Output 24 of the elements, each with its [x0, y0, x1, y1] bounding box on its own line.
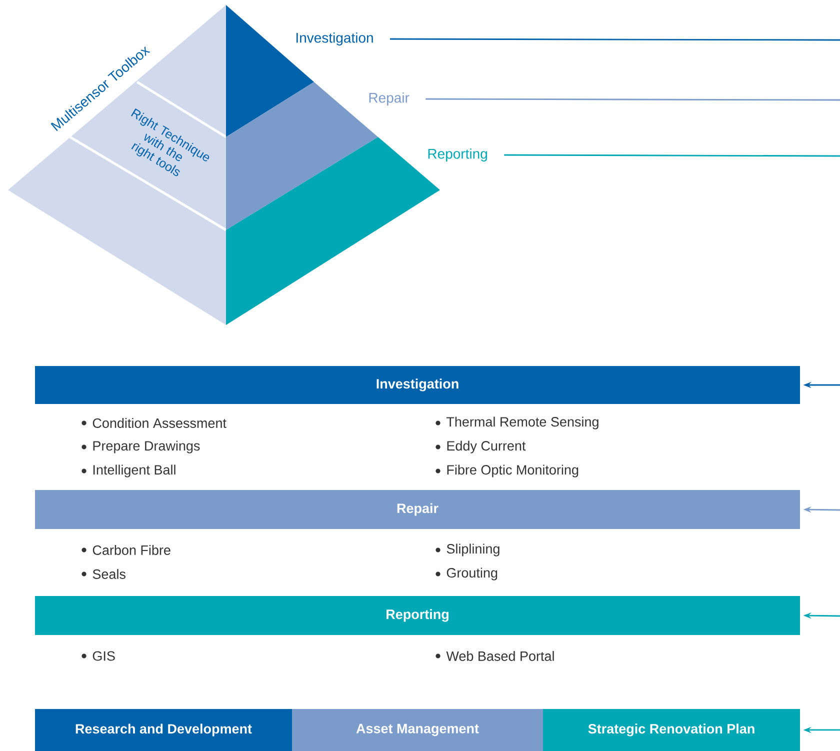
bullet-item: GIS — [82, 651, 115, 661]
bullet-item: Sliplining — [436, 544, 500, 556]
bullet-item: Intelligent Ball — [82, 464, 176, 478]
bullet-item: Prepare Drawings — [82, 440, 200, 454]
bullet-item: Fibre Optic Monitoring — [436, 464, 578, 478]
bullet-item: Thermal Remote Sensing — [436, 416, 598, 430]
connector-line — [426, 98, 840, 101]
title-text: Investigation — [296, 32, 373, 46]
section-bar: Investigation — [35, 366, 800, 404]
section-bar: Repair — [35, 490, 800, 529]
bullet-item: Condition Assessment — [82, 418, 226, 428]
title-text: Reporting — [428, 148, 487, 162]
footer-bar: Asset Management — [292, 709, 543, 751]
bullet-item: Carbon Fibre — [82, 545, 170, 555]
connector-line — [390, 38, 840, 41]
bullet-item: Web Based Portal — [436, 651, 554, 661]
footer-bar: Strategic Renovation Plan — [543, 709, 800, 751]
footer-bar: Research and Development — [35, 709, 292, 751]
connector-line — [504, 154, 840, 157]
bullet-item: Eddy Current — [436, 440, 526, 454]
bullet-item: Grouting — [436, 568, 498, 580]
bullet-item: Seals — [82, 569, 126, 579]
title-text: Repair — [369, 92, 410, 106]
section-bar: Reporting — [35, 596, 800, 635]
